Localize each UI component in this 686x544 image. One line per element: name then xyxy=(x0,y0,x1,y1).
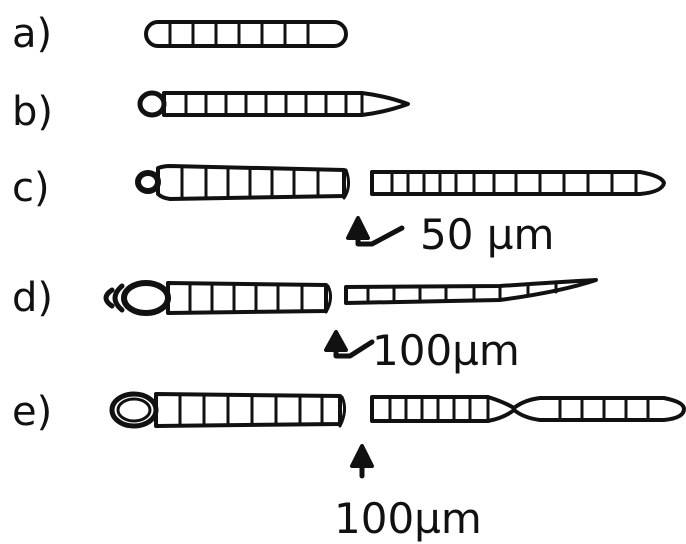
filament-b xyxy=(140,93,408,115)
row-label-b: b) xyxy=(12,92,53,132)
filament-d xyxy=(106,280,596,313)
row-label-d: d) xyxy=(12,278,53,318)
filament-e xyxy=(112,394,684,426)
scale-arrow-d xyxy=(326,332,372,356)
scale-arrow-e xyxy=(352,446,372,476)
scale-arrow-c xyxy=(348,218,402,244)
scale-label-c: 50 µm xyxy=(420,214,554,256)
row-label-c: c) xyxy=(12,168,50,208)
scale-label-d: 100µm xyxy=(372,330,520,372)
scale-label-e: 100µm xyxy=(334,498,482,540)
row-label-a: a) xyxy=(12,14,52,54)
filament-c xyxy=(138,166,664,199)
filament-a xyxy=(146,22,346,46)
row-label-e: e) xyxy=(12,392,52,432)
